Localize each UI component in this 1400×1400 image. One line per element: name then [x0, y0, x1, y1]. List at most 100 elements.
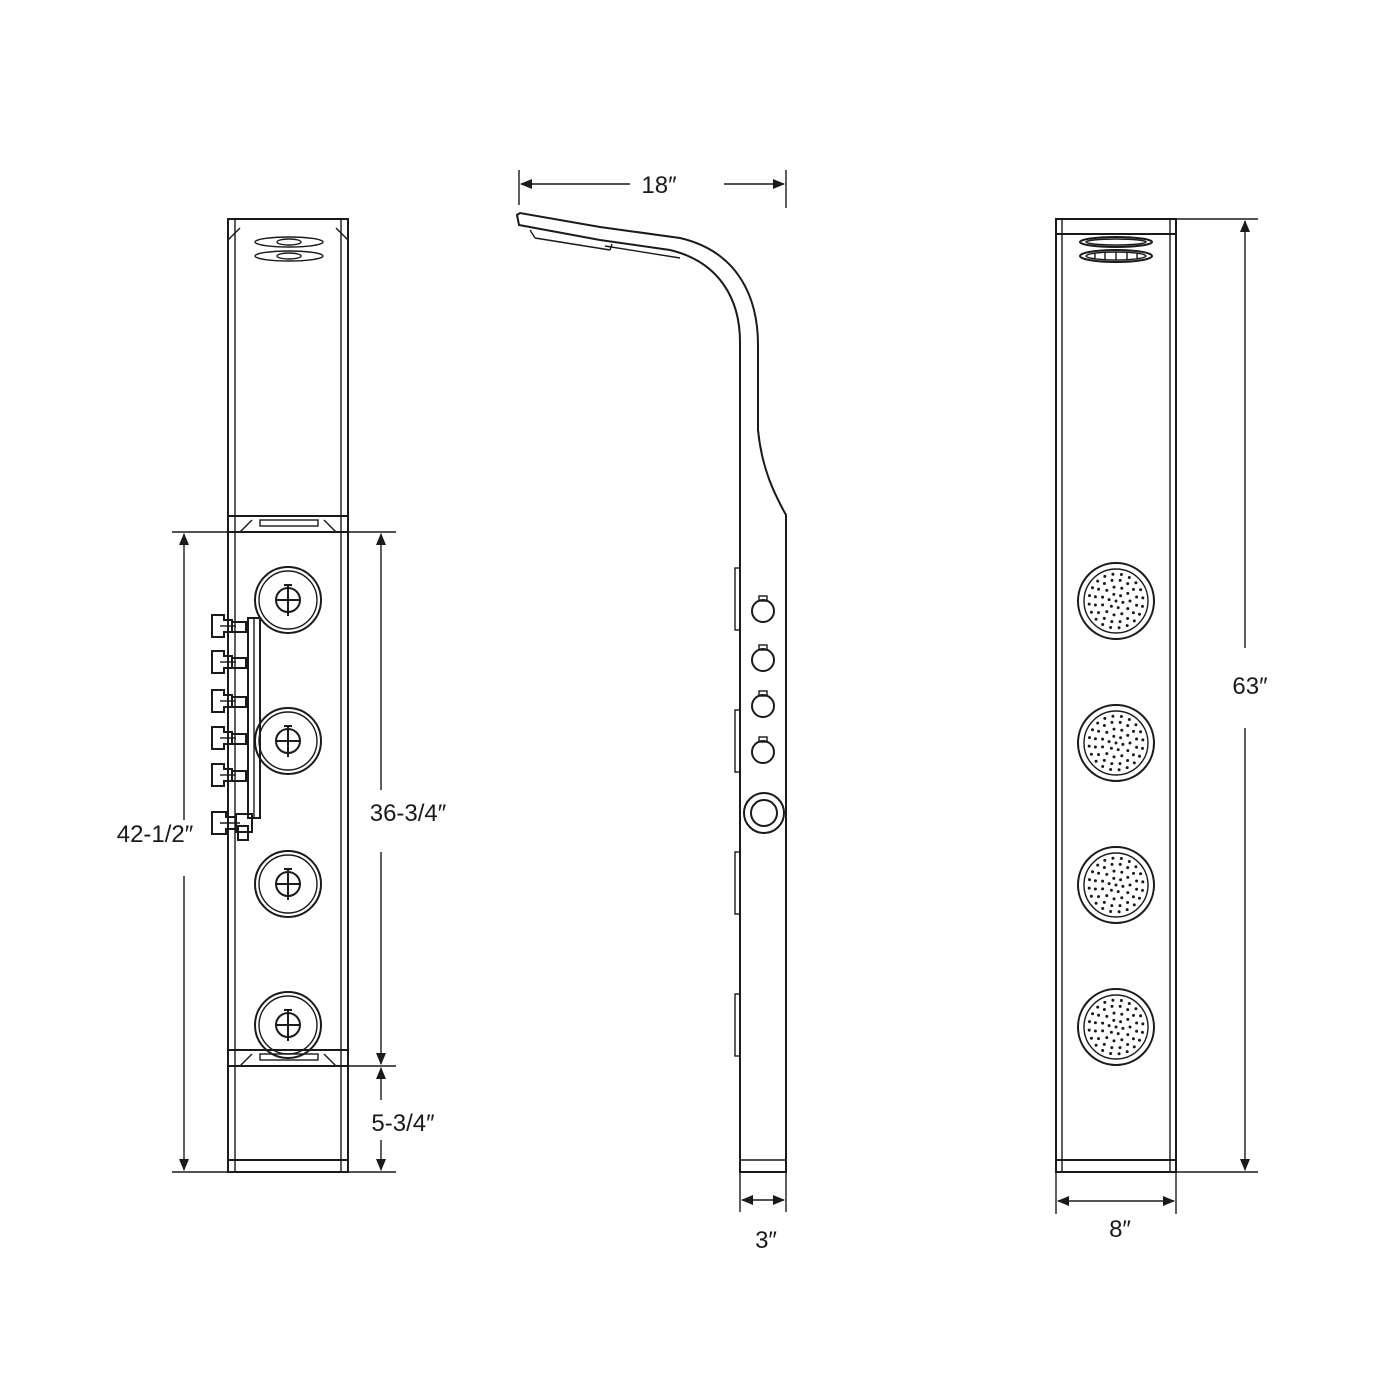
nozzle-dot: [1107, 598, 1111, 602]
nozzle-dot: [1109, 1052, 1113, 1055]
nozzle-dot: [1126, 582, 1130, 586]
nozzle-dot: [1118, 862, 1122, 866]
nozzle-dot: [1135, 737, 1139, 741]
nozzle-dot: [1138, 1038, 1141, 1042]
dim-depth: 3″: [739, 1172, 787, 1254]
nozzle-dot: [1089, 894, 1093, 898]
valve-bracket: [247, 617, 261, 819]
nozzle-dot: [1112, 727, 1116, 731]
nozzle-dot: [1114, 741, 1118, 745]
base-height-label: 5-3/4″: [371, 1110, 435, 1137]
nozzle-dot: [1128, 1025, 1132, 1029]
nozzle-dot: [1117, 768, 1121, 772]
nozzle-dot: [1101, 745, 1105, 749]
nozzle-dot: [1135, 879, 1139, 883]
nozzle-dot: [1118, 1046, 1122, 1050]
nozzle-dot: [1121, 600, 1125, 604]
nozzle-dot: [1141, 604, 1144, 608]
dim-base-height: 5-3/4″: [348, 1067, 435, 1173]
nozzle-dot: [1094, 759, 1098, 763]
nozzle-dot: [1131, 1037, 1135, 1041]
nozzle-dot: [1119, 594, 1123, 598]
nozzle-dot: [1132, 1013, 1135, 1017]
nozzle-dot: [1088, 1020, 1091, 1024]
nozzle-dot: [1102, 1042, 1106, 1046]
nozzle-dot: [1121, 884, 1125, 888]
nozzle-dot: [1096, 863, 1100, 867]
left-lower-divider: [228, 1049, 348, 1067]
nozzle-dot: [1126, 759, 1130, 762]
nozzle-dot: [1112, 869, 1116, 873]
nozzle-dot: [1101, 887, 1105, 891]
front-width-label: 8″: [1109, 1216, 1131, 1243]
nozzle-dot: [1128, 741, 1132, 745]
nozzle-dot: [1111, 572, 1115, 576]
nozzle-dot: [1097, 1037, 1100, 1041]
nozzle-dot: [1126, 749, 1130, 753]
valve-handle-4: [211, 726, 247, 750]
side-jet-1: [734, 567, 741, 631]
dim-total-height: 63″: [1176, 218, 1268, 1173]
nozzle-dot: [1126, 591, 1130, 595]
nozzle-dot: [1119, 857, 1123, 860]
nozzle-dot: [1111, 714, 1115, 718]
nozzle-dot: [1134, 865, 1138, 869]
nozzle-dot: [1110, 1046, 1114, 1050]
left-knob-1: [254, 566, 322, 634]
dim-front-width: 8″: [1055, 1172, 1177, 1243]
diverter-handle: [211, 811, 253, 841]
nozzle-dot: [1102, 724, 1106, 727]
nozzle-dot: [1088, 594, 1091, 598]
nozzle-dot: [1112, 897, 1116, 901]
nozzle-dot: [1109, 910, 1113, 913]
valve-handle-1: [211, 614, 247, 638]
total-height-label: 63″: [1232, 673, 1268, 700]
nozzle-dot: [1135, 745, 1139, 749]
dim-top-width: 18″: [518, 170, 787, 208]
nozzle-dot: [1118, 620, 1122, 624]
nozzle-dot: [1101, 737, 1105, 741]
nozzle-dot: [1112, 734, 1116, 738]
nozzle-dot: [1120, 754, 1124, 758]
nozzle-dot: [1126, 891, 1130, 895]
left-knob-4: [254, 991, 322, 1059]
nozzle-dot: [1134, 1007, 1138, 1011]
nozzle-dot: [1101, 603, 1105, 607]
nozzle-dot: [1127, 1002, 1131, 1005]
nozzle-dot: [1126, 1043, 1130, 1046]
nozzle-dot: [1101, 1021, 1105, 1025]
nozzle-dot: [1091, 870, 1094, 874]
nozzle-dot: [1102, 582, 1106, 585]
nozzle-dot: [1093, 1021, 1097, 1025]
nozzle-dot: [1110, 720, 1114, 724]
nozzle-dot: [1117, 1052, 1121, 1056]
nozzle-dot: [1105, 730, 1109, 734]
nozzle-dot: [1109, 888, 1113, 892]
nozzle-dot: [1112, 592, 1116, 596]
nozzle-dot: [1112, 1011, 1116, 1015]
nozzle-dot: [1125, 1050, 1129, 1054]
nozzle-dot: [1117, 910, 1121, 914]
jet-span-label: 36-3/4″: [370, 800, 447, 827]
nozzle-dot: [1126, 875, 1130, 879]
nozzle-dot: [1105, 752, 1109, 756]
nozzle-dot: [1132, 903, 1136, 907]
nozzle-dot: [1089, 610, 1093, 614]
nozzle-dot: [1102, 900, 1106, 904]
nozzle-dot: [1132, 1045, 1136, 1049]
nozzle-dot: [1107, 882, 1111, 886]
right-view: 63″ 8″: [1055, 218, 1268, 1243]
depth-label: 3″: [755, 1227, 777, 1254]
front-head-nozzles: [1079, 236, 1153, 263]
nozzle-dot: [1107, 1024, 1111, 1028]
nozzle-dot: [1096, 579, 1100, 583]
nozzle-dot: [1120, 1012, 1124, 1016]
body-jet-2: [1077, 704, 1155, 782]
nozzle-dot: [1126, 901, 1130, 904]
nozzle-dot: [1135, 603, 1139, 607]
left-knob-3: [254, 850, 322, 918]
nozzle-dot: [1118, 904, 1122, 908]
nozzle-dot: [1094, 617, 1098, 621]
nozzle-dot: [1135, 887, 1139, 891]
